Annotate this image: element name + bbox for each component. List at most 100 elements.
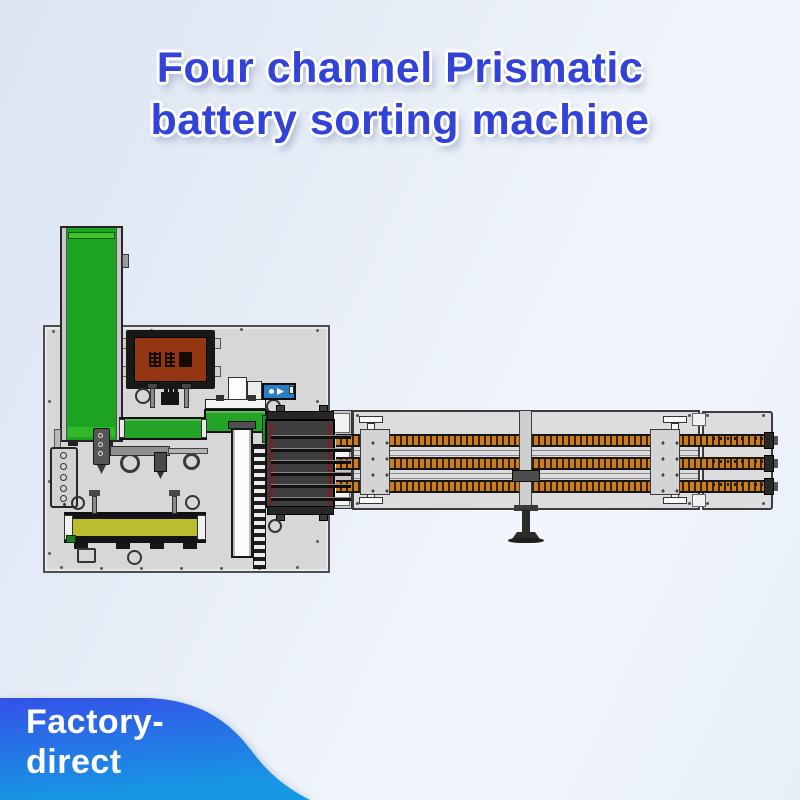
marking-plate-tab [214,366,221,377]
bolt-head [169,490,180,496]
frame-dot [762,414,765,417]
badge-text: Factory- direct [26,702,164,782]
yellow-buffer-tray [64,512,206,543]
black-fitting [161,392,179,405]
badge-line-1: Factory- [26,703,165,741]
marking-plate-tab [214,338,221,349]
screw-dot [240,328,243,331]
interface-notch [333,413,350,433]
tower-rail-right [116,228,121,440]
belt-end-cap [119,419,125,438]
conveyor-cross-member [519,410,532,510]
feeder-rail [271,497,351,501]
screw-dot [60,566,63,569]
clamp-cylinder [154,452,167,472]
green-elevator-tower [60,226,123,442]
conveyor-belt-lane-2 [336,457,774,470]
screw-dot [316,329,319,332]
screw-dot [48,400,51,403]
leg-base [508,538,544,543]
marking-glyph [179,352,192,367]
tray-end-cap [197,515,206,540]
junction-notch [692,413,706,426]
cover-bolt [248,395,256,401]
page-title: Four channel Prismatic battery sorting m… [0,42,800,147]
leg-top-plate [514,505,538,511]
sensor-tab [289,386,294,394]
tray-foot [74,542,88,549]
belt-end-cap [201,419,207,438]
conveyor-belt-lane-3 [336,480,774,493]
bracket-hole [98,433,103,438]
belt-dots [706,437,763,440]
feeder-rail [271,484,351,488]
frame-dot [688,502,691,505]
screw-dot [140,567,143,570]
clamp-tip [157,472,164,479]
panel-hole [268,519,282,533]
cover-bolt [216,395,224,401]
sensor-lens-icon [269,389,274,394]
plate-dot [63,503,66,506]
belt-end-tab [774,482,778,491]
belt-end-block [764,455,774,472]
plate-hole [60,463,67,470]
screw-dot [100,567,103,570]
belt-end-block [764,432,774,449]
leg-foot [512,532,540,539]
factory-direct-badge [0,698,310,800]
blue-sensor-unit [262,383,296,400]
plate-hole [60,474,67,481]
screw-dot [316,400,319,403]
fitting-bump [164,389,168,393]
support-leg [522,509,530,534]
panel-hole [185,495,200,510]
frame-dot [356,414,359,417]
frame-dot [356,502,359,505]
tower-foot [68,440,78,446]
loading-belt [119,417,207,440]
tower-left-bracket [54,429,61,448]
title-line-2: battery sorting machine [150,96,650,145]
hoop-fitting [135,388,151,404]
plate-hole [60,495,67,502]
guide-channel [231,428,253,558]
screw-dot [52,330,55,333]
panel-hole [127,550,142,565]
screw-dot [220,567,223,570]
screw-dot [296,566,299,569]
clamp-rod [168,448,208,454]
title-line-1: Four channel Prismatic [156,44,644,92]
tray-foot [116,542,130,549]
gripper-tip [97,465,106,474]
tower-bottom-strip [68,427,115,437]
white-box-large [228,377,247,400]
bolt-head [89,490,100,496]
feeder-rail [271,448,351,452]
junction-notch [692,494,706,507]
fitting-bump [174,389,178,393]
t-post-bar [663,497,687,504]
bolt-stem [92,496,97,514]
feeder-rail [271,472,351,476]
tray-foot [183,542,197,549]
t-post-bar [359,416,383,423]
panel-hole [183,453,200,470]
feeder-red-line [328,423,331,505]
panel-cutout [77,548,96,563]
screw-dot [316,540,319,543]
fitting-bump [169,389,173,393]
feeder-rail [271,460,351,464]
feeder-rail [271,435,351,439]
bolt-plate [360,429,390,495]
belt-end-tab [774,459,778,468]
screw-dot [48,552,51,555]
leg-mount-bracket [512,470,540,482]
tower-side-tab [122,254,129,268]
belt-end-tab [774,436,778,445]
bracket-hole [98,451,103,456]
marking-plate-frame [126,330,215,389]
belt-dots [706,460,763,463]
tray-green-block [66,535,76,543]
